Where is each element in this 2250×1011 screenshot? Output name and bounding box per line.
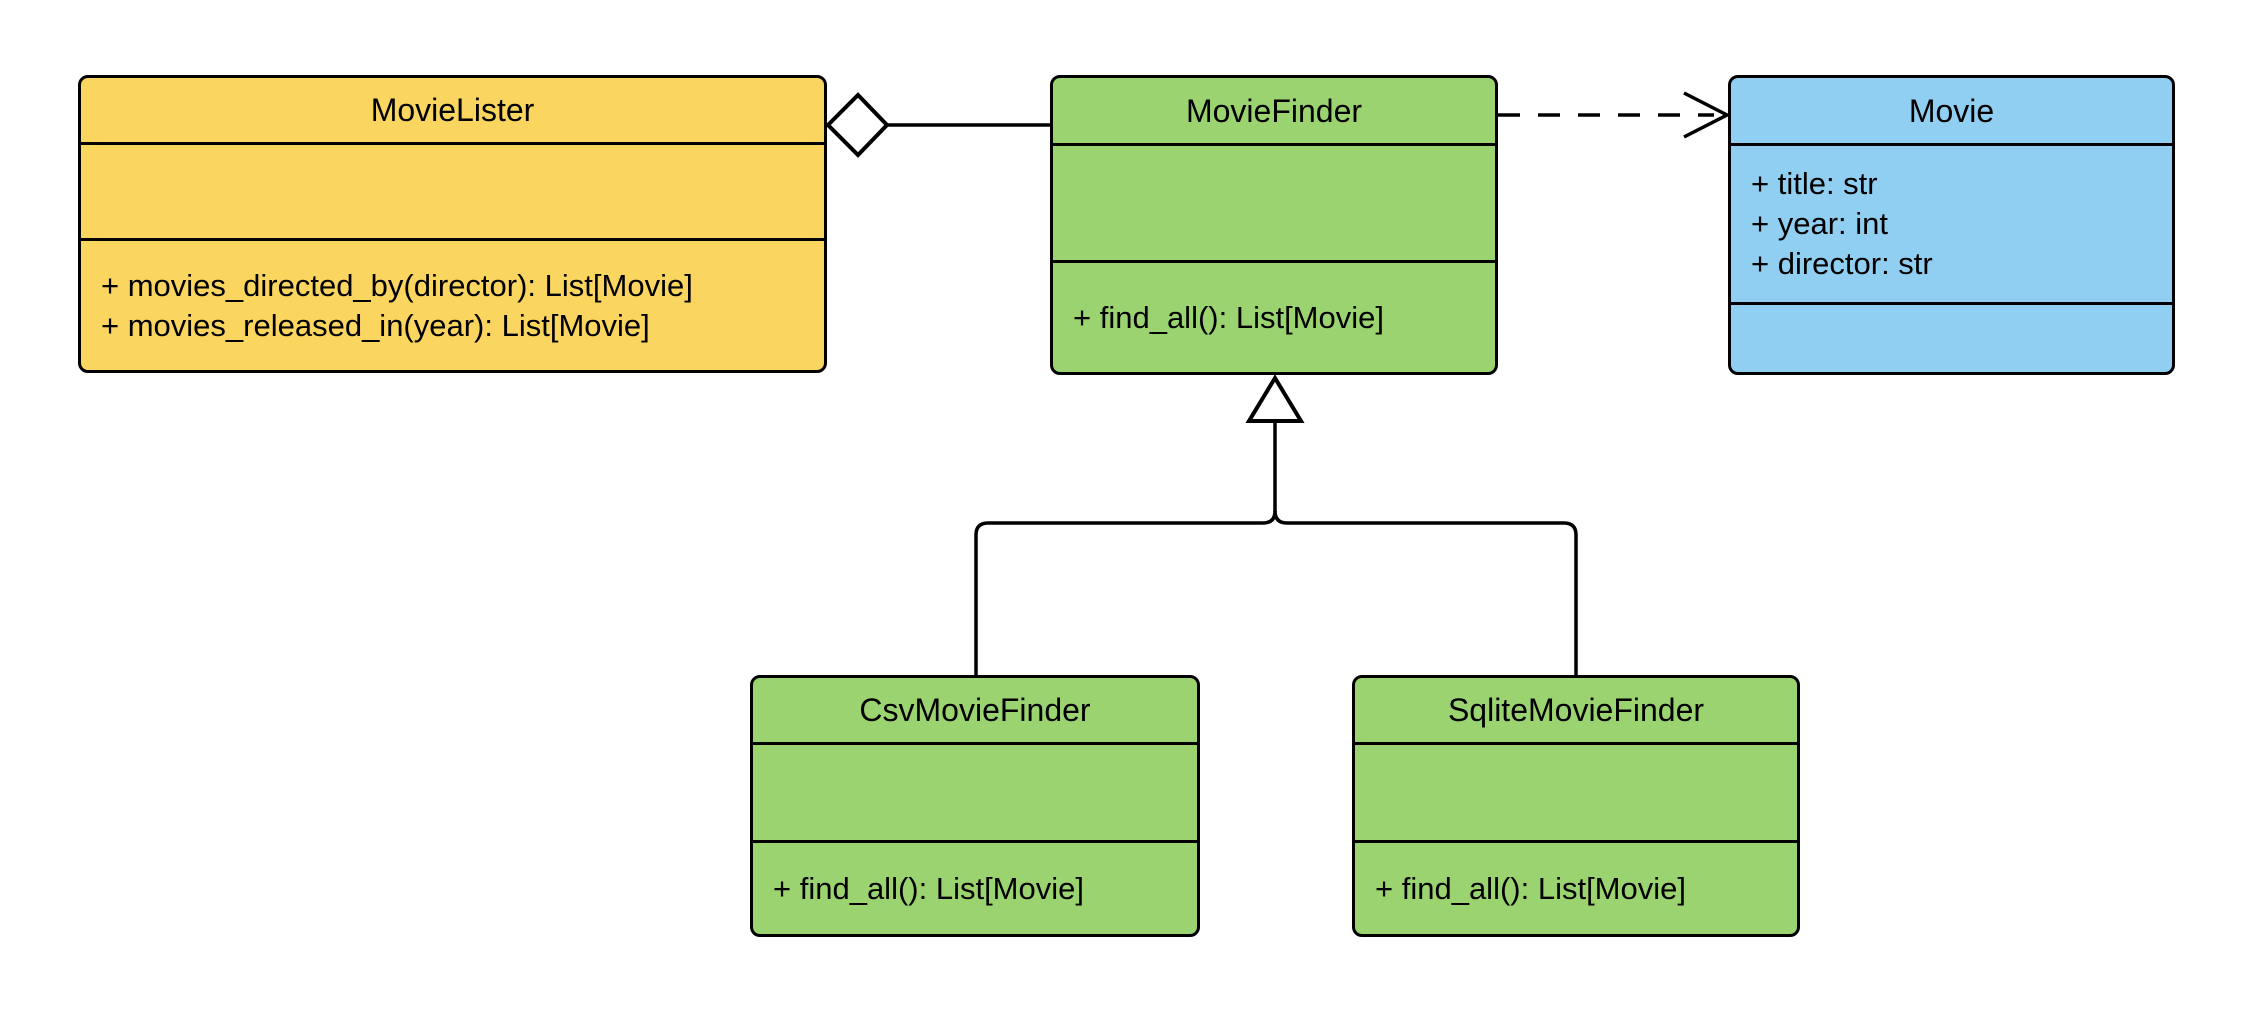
class-csvmoviefinder[interactable]: CsvMovieFinder + find_all(): List[Movie]: [750, 675, 1200, 937]
attribute-entry: + year: int: [1751, 206, 1888, 241]
attributes-compartment: [81, 142, 824, 238]
methods-compartment: + find_all(): List[Movie]: [1355, 840, 1797, 934]
method-entry: + find_all(): List[Movie]: [1073, 299, 1384, 335]
inheritance-triangle: [1245, 374, 1305, 423]
inheritance-branch-right: [1273, 510, 1578, 675]
method-entry: + movies_directed_by(director): List[Mov…: [101, 267, 693, 303]
attribute-entry: + title: str: [1751, 166, 1878, 201]
edge-aggregation-movielister-moviefinder[interactable]: [825, 92, 1050, 158]
class-title: MovieLister: [370, 92, 535, 128]
edge-inheritance-shared[interactable]: [1245, 374, 1305, 512]
attributes-compartment: [1053, 143, 1495, 260]
method-entry: + movies_released_in(year): List[Movie]: [101, 307, 650, 343]
attributes-compartment: [753, 742, 1197, 840]
attributes-compartment: [1355, 742, 1797, 840]
edge-inheritance-csvmoviefinder[interactable]: [974, 510, 1277, 675]
class-title: MovieFinder: [1185, 92, 1363, 129]
attribute-entry: + director: str: [1751, 246, 1933, 281]
method-entry: + find_all(): List[Movie]: [773, 870, 1084, 906]
methods-compartment: + find_all(): List[Movie]: [753, 840, 1197, 934]
class-title: Movie: [1908, 92, 1995, 129]
class-moviefinder[interactable]: MovieFinder + find_all(): List[Movie]: [1050, 75, 1498, 375]
methods-compartment: + find_all(): List[Movie]: [1053, 260, 1495, 372]
edge-inheritance-sqlitemoviefinder[interactable]: [1273, 510, 1578, 675]
methods-compartment: [1731, 302, 2172, 372]
aggregation-diamond: [825, 92, 890, 158]
class-movielister[interactable]: MovieLister + movies_directed_by(directo…: [78, 75, 827, 373]
attributes-compartment: + title: str + year: int + director: str: [1731, 143, 2172, 302]
method-entry: + find_all(): List[Movie]: [1375, 870, 1686, 906]
dependency-arrowhead: [1683, 91, 1731, 139]
class-sqlitemoviefinder[interactable]: SqliteMovieFinder + find_all(): List[Mov…: [1352, 675, 1800, 937]
class-title: SqliteMovieFinder: [1447, 692, 1705, 728]
inheritance-branch-left: [974, 510, 1277, 675]
class-title: CsvMovieFinder: [859, 692, 1091, 728]
edge-dependency-moviefinder-movie[interactable]: [1498, 91, 1731, 139]
class-movie[interactable]: Movie + title: str + year: int + directo…: [1728, 75, 2175, 375]
methods-compartment: + movies_directed_by(director): List[Mov…: [81, 238, 824, 370]
